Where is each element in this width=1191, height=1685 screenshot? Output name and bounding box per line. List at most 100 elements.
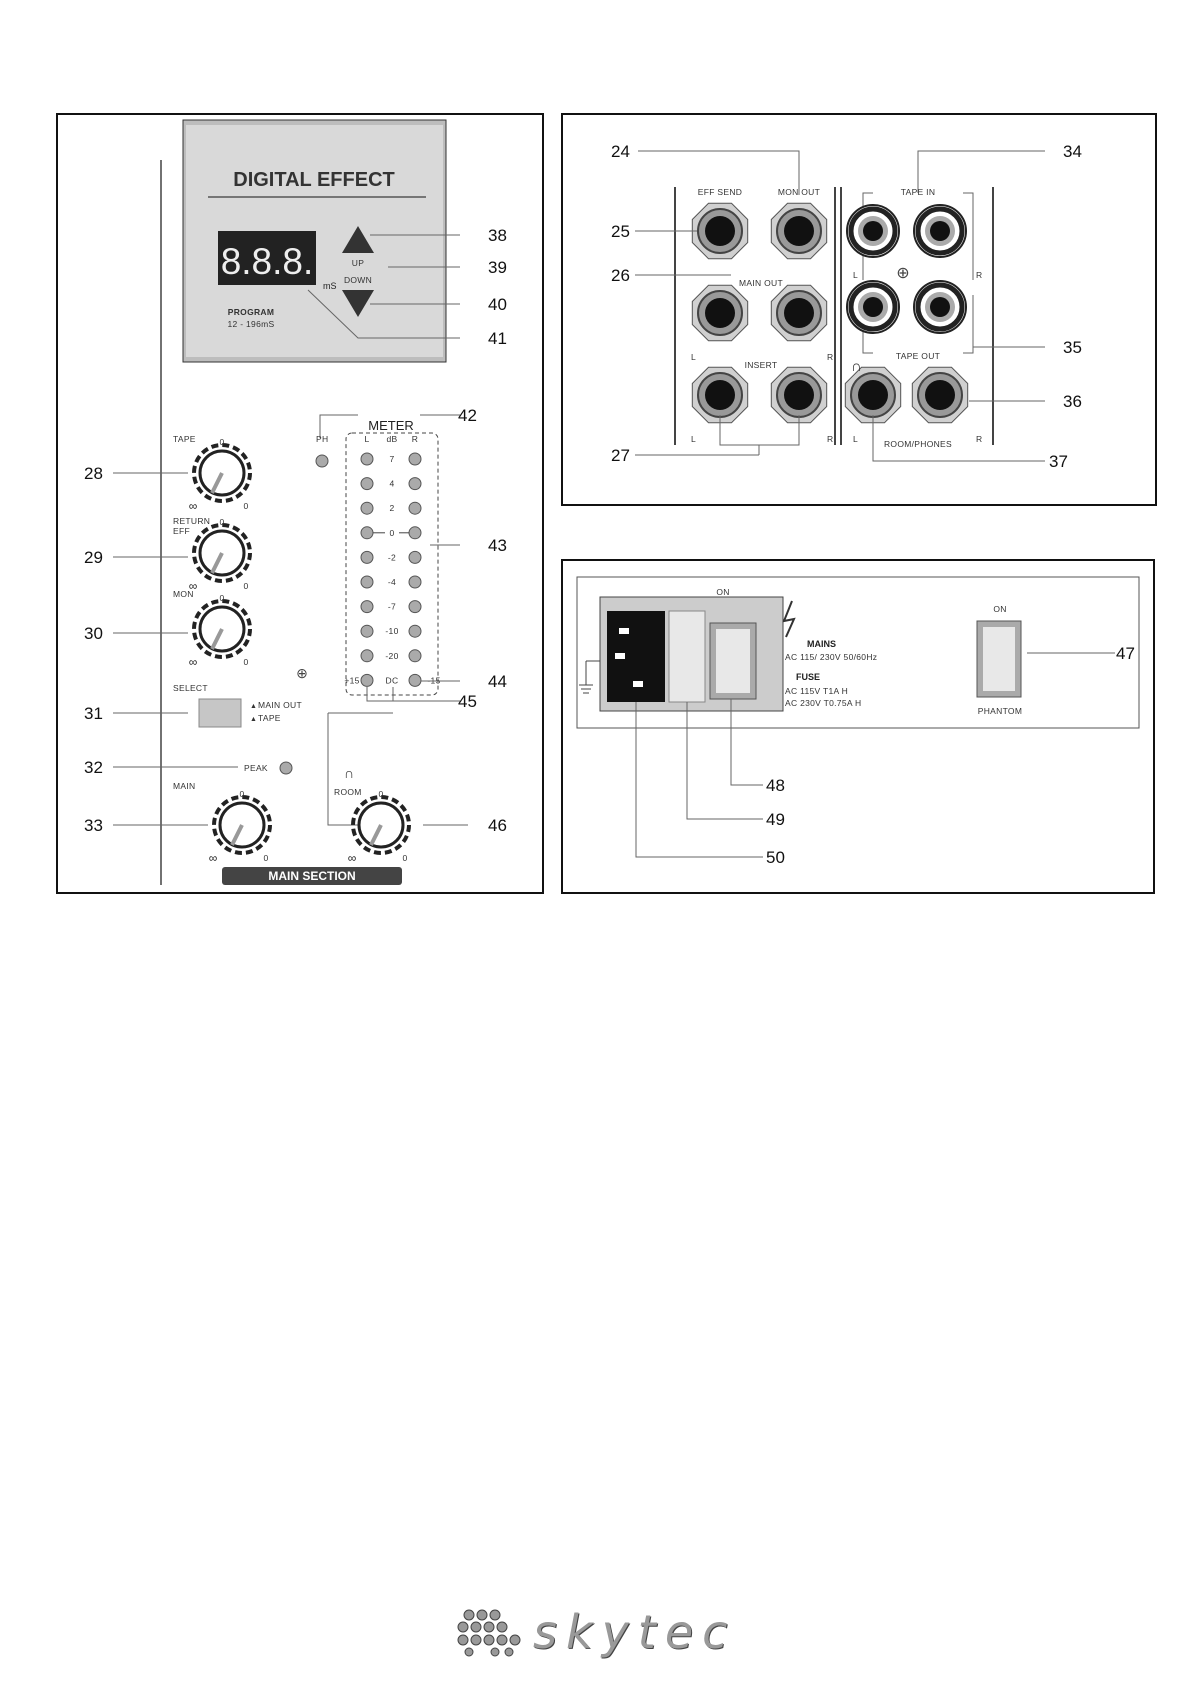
peak-led xyxy=(279,761,293,775)
callout-27: 27 xyxy=(611,446,630,465)
callout-29: 29 xyxy=(84,548,103,567)
peak-label: PEAK xyxy=(244,763,268,773)
rca-socket[interactable] xyxy=(846,280,900,334)
svg-text:0: 0 xyxy=(263,853,268,863)
knob-return-eff[interactable]: RETURN EFF 0 ∞ 0 xyxy=(173,516,252,593)
meter-led-left xyxy=(360,624,374,638)
effect-title: DIGITAL EFFECT xyxy=(233,169,394,191)
rca-socket[interactable] xyxy=(846,204,900,258)
up-triangle-icon[interactable] xyxy=(342,226,374,253)
knob-mon[interactable]: MON 0 ∞ 0 xyxy=(173,589,252,669)
svg-text:R: R xyxy=(976,270,982,280)
power-diagram: ON MAINS AC 115/ 230V 50/60Hz FUSE AC 11… xyxy=(576,576,1140,867)
jack-grid xyxy=(691,202,969,424)
select-switch[interactable] xyxy=(198,698,242,728)
svg-text:∞: ∞ xyxy=(189,499,198,513)
svg-text:0: 0 xyxy=(243,581,248,591)
jacks-panel: EFF SEND MON OUT MAIN OUT INSERT TAPE IN… xyxy=(561,113,1157,506)
jack-socket[interactable] xyxy=(770,284,828,342)
knob-label-2: EFF xyxy=(173,526,190,536)
knob-label: RETURN xyxy=(173,516,210,526)
main-section-panel: DIGITAL EFFECT 8.8.8. mS UP DOWN PROGRAM… xyxy=(56,113,544,894)
callout-30: 30 xyxy=(84,624,103,643)
meter-scale-label: 7 xyxy=(389,454,394,464)
power-panel: ON MAINS AC 115/ 230V 50/60Hz FUSE AC 11… xyxy=(561,559,1155,894)
svg-text:▲: ▲ xyxy=(250,703,257,710)
callout-28: 28 xyxy=(84,464,103,483)
rear-plate xyxy=(576,576,1140,729)
mains-spec: AC 115/ 230V 50/60Hz xyxy=(785,652,877,662)
knob-room[interactable]: 0 ∞ 0 xyxy=(348,789,411,865)
led-display xyxy=(218,231,316,285)
down-triangle-icon[interactable] xyxy=(342,290,374,317)
knob-tape[interactable]: TAPE 0 ∞ 0 xyxy=(173,434,252,513)
svg-text:∞: ∞ xyxy=(348,851,357,865)
lightning-icon xyxy=(782,600,796,638)
meter-scale-label: -4 xyxy=(388,577,396,587)
main-section-diagram: DIGITAL EFFECT 8.8.8. mS UP DOWN PROGRAM… xyxy=(84,119,507,885)
down-label: DOWN xyxy=(344,275,372,285)
jack-socket[interactable] xyxy=(691,284,749,342)
meter-led-left xyxy=(360,477,374,491)
meter-led-right xyxy=(408,550,422,564)
display-unit: mS xyxy=(323,281,337,291)
callout-32: 32 xyxy=(84,758,103,777)
jack-socket[interactable] xyxy=(911,366,969,424)
callout-45: 45 xyxy=(458,692,477,711)
knob-label: MON xyxy=(173,589,194,599)
callout-39: 39 xyxy=(488,258,507,277)
jack-socket[interactable] xyxy=(844,366,902,424)
meter-led-left xyxy=(360,452,374,466)
svg-text:0: 0 xyxy=(219,517,224,527)
callout-46: 46 xyxy=(488,816,507,835)
main-out-label: MAIN OUT xyxy=(739,278,783,288)
callout-31: 31 xyxy=(84,704,103,723)
knob-main[interactable]: MAIN 0 ∞ 0 xyxy=(173,781,272,865)
callout-25: 25 xyxy=(611,222,630,241)
callout-42: 42 xyxy=(458,406,477,425)
meter-scale-label: -7 xyxy=(388,602,396,612)
svg-text:0: 0 xyxy=(239,789,244,799)
svg-text:∞: ∞ xyxy=(189,579,198,593)
jack-socket[interactable] xyxy=(691,202,749,260)
callout-34: 34 xyxy=(1063,142,1082,161)
svg-text:0: 0 xyxy=(219,437,224,447)
meter-led-right xyxy=(408,649,422,663)
fuse-holder[interactable] xyxy=(668,610,706,703)
svg-text:R: R xyxy=(827,352,833,362)
svg-text:L: L xyxy=(853,434,858,444)
meter-r: R xyxy=(412,434,418,444)
rca-socket[interactable] xyxy=(913,280,967,334)
meter-led-right xyxy=(408,526,422,540)
meter-led-left xyxy=(360,600,374,614)
jack-socket[interactable] xyxy=(770,202,828,260)
meter-scale-label: 4 xyxy=(389,479,394,489)
meter-r15-label: -15 xyxy=(427,675,440,685)
jack-socket[interactable] xyxy=(691,366,749,424)
meter-led-left xyxy=(360,575,374,589)
svg-text:L: L xyxy=(691,434,696,444)
meter-led-right xyxy=(408,501,422,515)
jack-socket[interactable] xyxy=(770,366,828,424)
meter-led-left xyxy=(360,649,374,663)
main-section-bar xyxy=(222,867,402,885)
rca-socket[interactable] xyxy=(913,204,967,258)
knob-label: TAPE xyxy=(173,434,196,444)
select-tape: TAPE xyxy=(258,713,281,723)
meter-db: dB xyxy=(387,434,398,444)
callout-44: 44 xyxy=(488,672,507,691)
eff-send-label: EFF SEND xyxy=(698,187,742,197)
callout-43: 43 xyxy=(488,536,507,555)
meter-led-right xyxy=(408,600,422,614)
svg-text:∞: ∞ xyxy=(189,655,198,669)
meter-dc-label: DC xyxy=(386,675,399,685)
meter-title: METER xyxy=(368,418,414,433)
meter-scale-label: +15 xyxy=(344,675,359,685)
svg-text:▲: ▲ xyxy=(250,716,257,723)
meter-l: L xyxy=(364,434,369,444)
meter-led-left xyxy=(360,526,374,540)
callout-33: 33 xyxy=(84,816,103,835)
callout-35: 35 xyxy=(1063,338,1082,357)
meter-led-left xyxy=(360,550,374,564)
